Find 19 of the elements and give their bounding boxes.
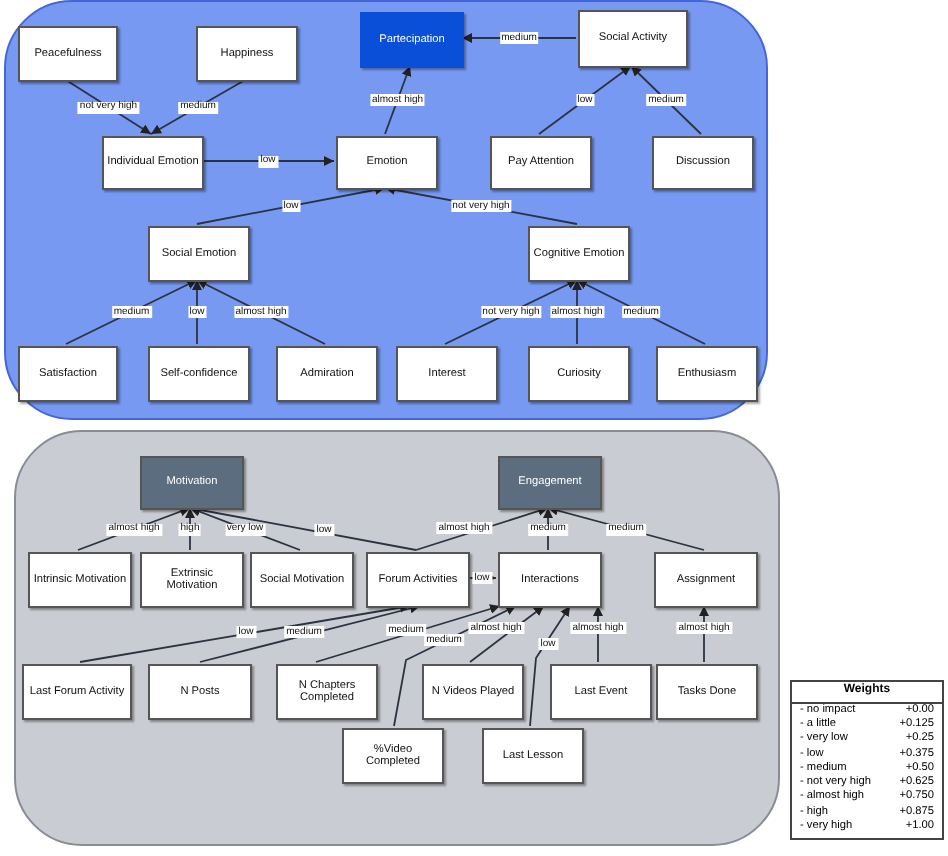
arrow: [699, 605, 709, 663]
arrow: [538, 65, 632, 135]
arrow: [576, 279, 706, 345]
arrow: [630, 65, 702, 135]
group-panel: [4, 0, 768, 420]
arrow: [150, 79, 246, 135]
arrow: [79, 602, 411, 663]
arrow: [593, 605, 603, 663]
group-panel: [14, 430, 780, 846]
arrow: [192, 279, 202, 345]
arrow: [185, 507, 195, 551]
arrow: [201, 156, 335, 166]
arrow: [65, 279, 198, 345]
arrow: [199, 603, 421, 663]
arrow: [315, 604, 501, 663]
arrow: [196, 184, 386, 225]
arrow: [529, 605, 571, 727]
arrow: [189, 506, 301, 551]
arrow: [384, 65, 412, 135]
